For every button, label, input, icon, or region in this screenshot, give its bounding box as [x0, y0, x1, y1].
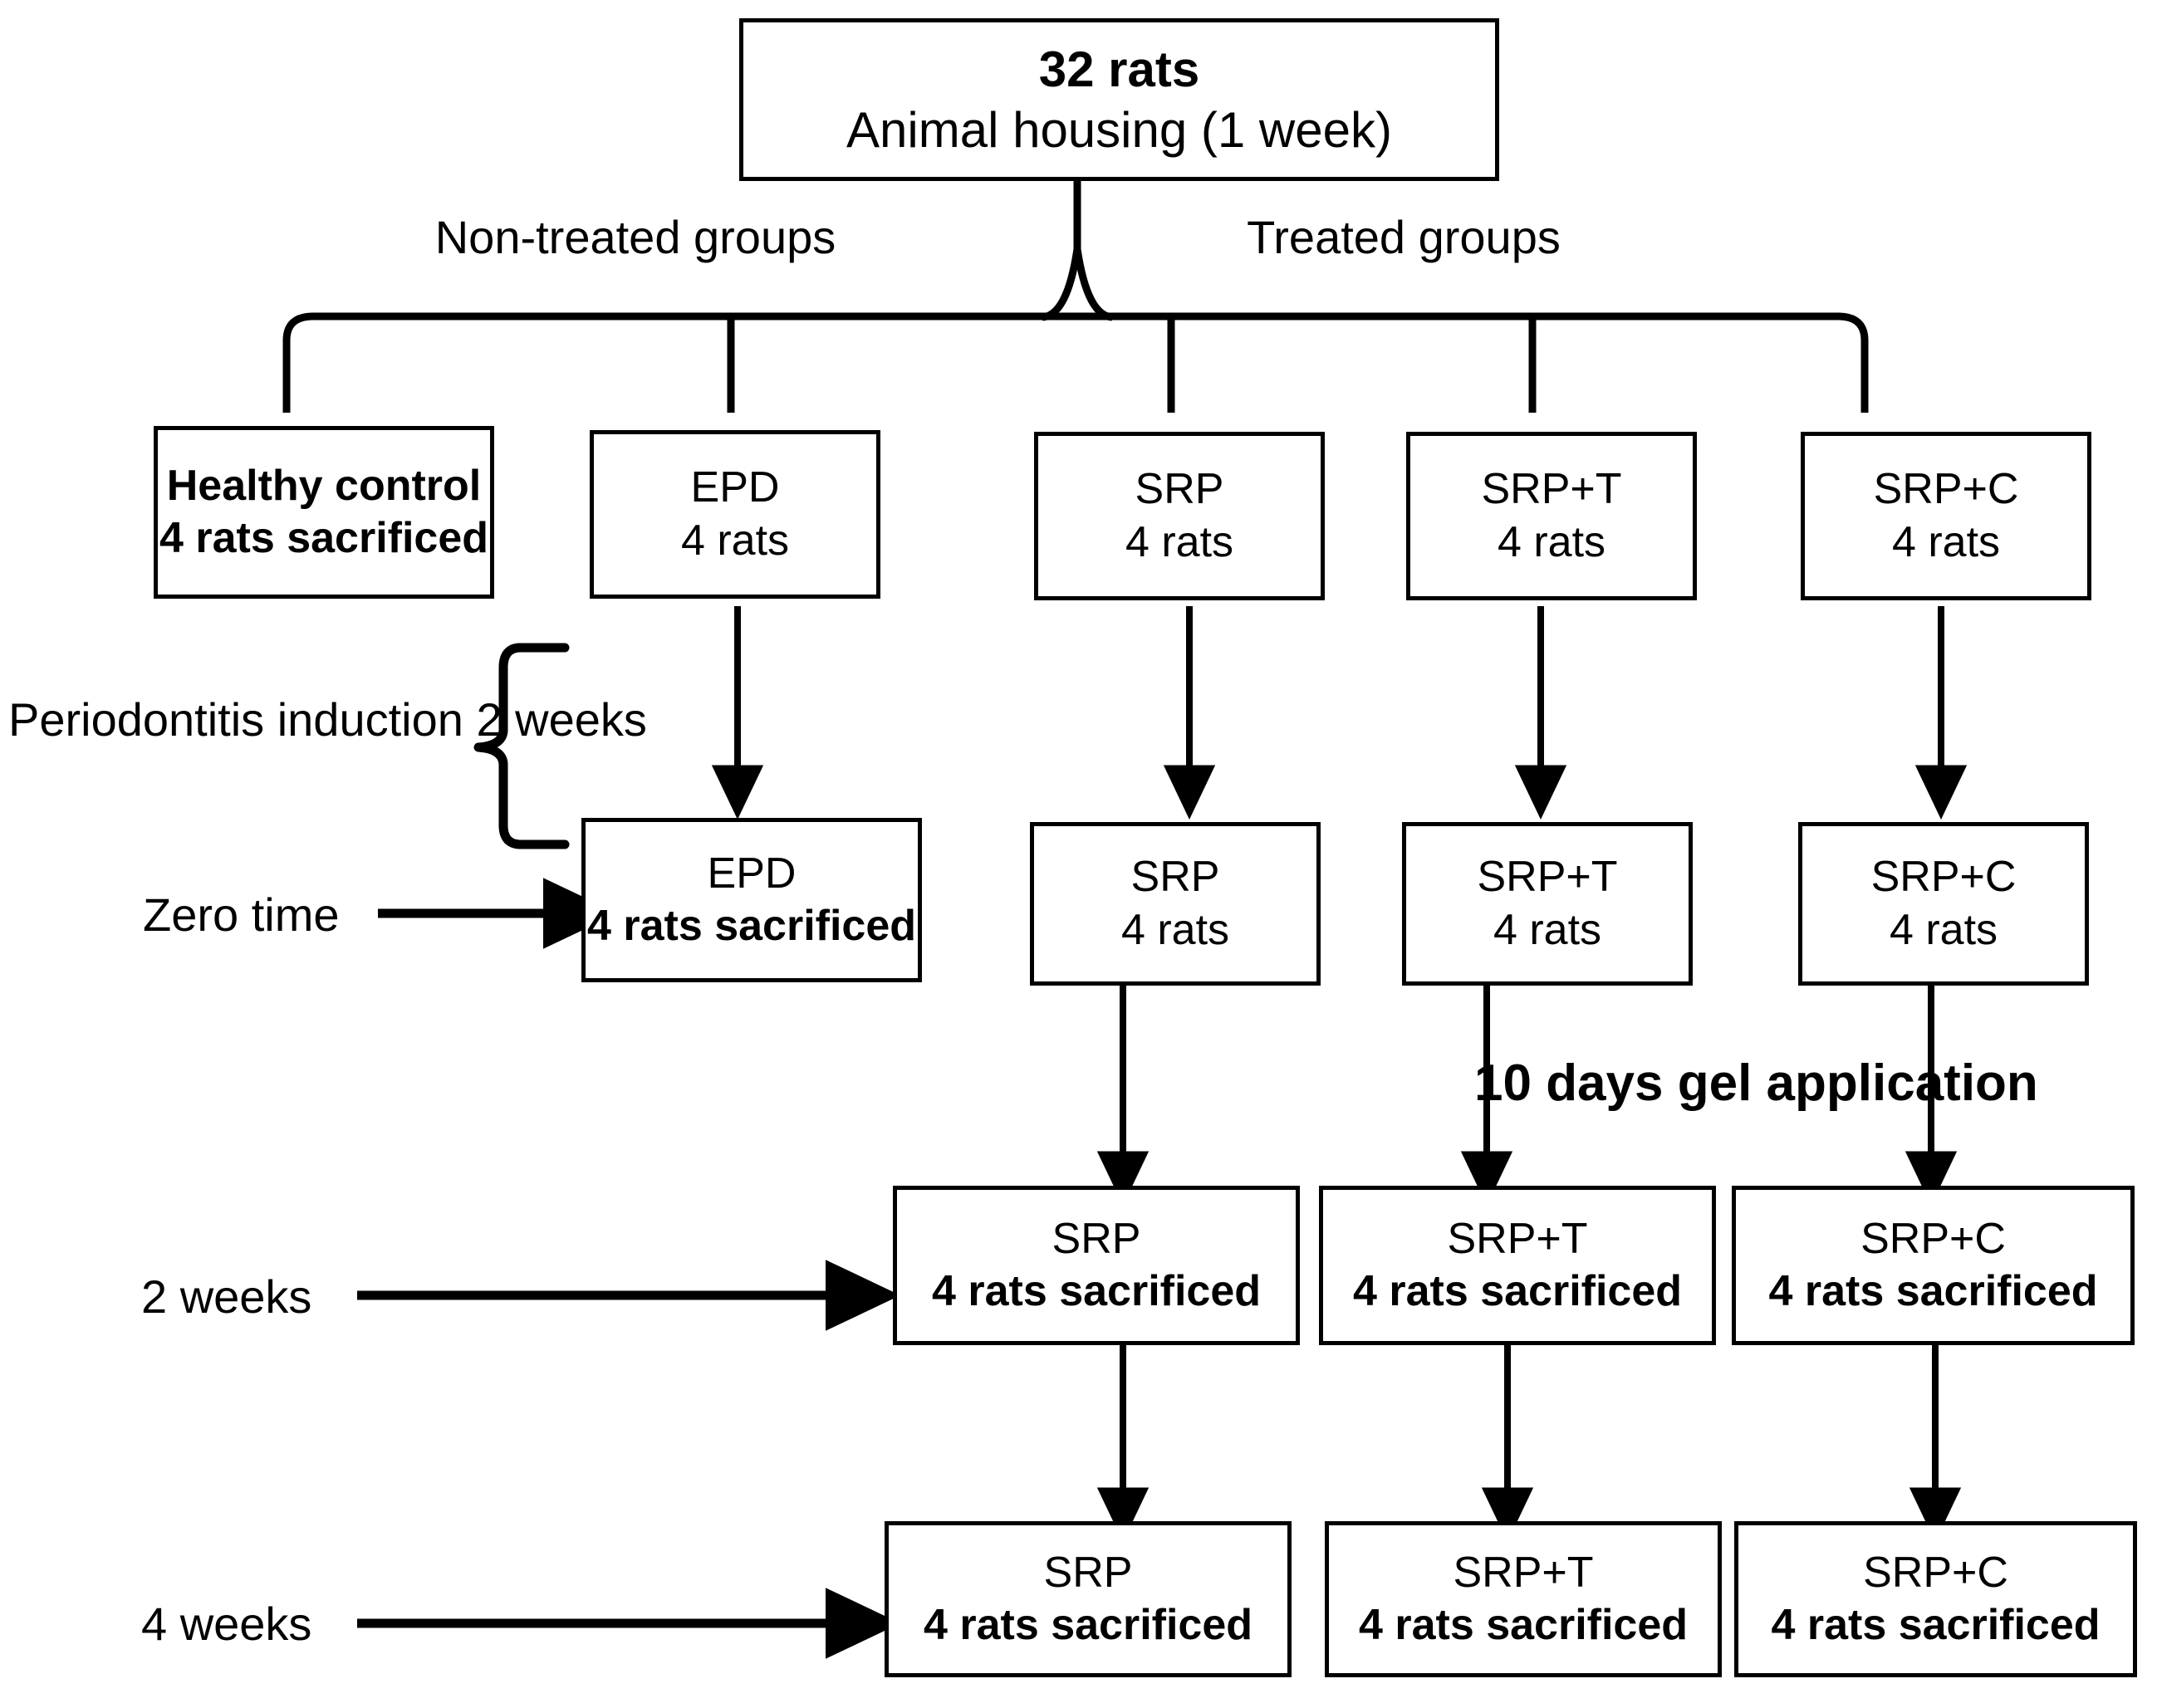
row1-box-srp-t: SRP+T 4 rats: [1406, 432, 1697, 600]
row4-box-srp-t: SRP+T 4 rats sacrificed: [1325, 1521, 1722, 1677]
row2-box-1-name: SRP: [1130, 853, 1220, 902]
row4-box-2-count: 4 rats sacrificed: [1771, 1601, 2101, 1649]
label-four-weeks: 4 weeks: [141, 1598, 312, 1650]
label-non-treated-groups: Non-treated groups: [434, 211, 836, 263]
row4-box-0-count: 4 rats sacrificed: [923, 1601, 1253, 1649]
row3-box-srp-c: SRP+C 4 rats sacrificed: [1732, 1186, 2135, 1345]
root-box-line1: 32 rats: [1038, 41, 1200, 97]
row2-box-srp: SRP 4 rats: [1030, 822, 1321, 986]
row2-box-srp-c: SRP+C 4 rats: [1798, 822, 2089, 986]
row1-box-1-name: EPD: [690, 463, 780, 512]
row3-box-2-count: 4 rats sacrificed: [1768, 1267, 2098, 1315]
row1-box-healthy-control: Healthy control 4 rats sacrificed: [154, 426, 494, 599]
row3-box-0-name: SRP: [1052, 1214, 1141, 1263]
row1-box-0-count: 4 rats sacrificed: [159, 514, 489, 562]
row2-box-1-count: 4 rats: [1120, 905, 1230, 954]
label-zero-time: Zero time: [143, 888, 340, 941]
row1-box-epd: EPD 4 rats: [590, 430, 880, 599]
row1-box-3-name: SRP+T: [1481, 465, 1622, 514]
root-splitter: [1042, 245, 1113, 321]
row2-box-3-name: SRP+C: [1870, 853, 2017, 902]
label-treated-groups: Treated groups: [1247, 211, 1561, 263]
row4-box-0-name: SRP: [1043, 1548, 1133, 1597]
root-box-animal-housing: 32 rats Animal housing (1 week): [739, 18, 1499, 181]
row1-box-1-count: 4 rats: [680, 516, 790, 565]
row2-box-0-count: 4 rats sacrificed: [586, 902, 917, 950]
label-periodontitis-induction: Periodontitis induction 2 weeks: [8, 692, 647, 748]
row3-box-1-name: SRP+T: [1447, 1214, 1588, 1263]
distribution-bar: [282, 312, 1869, 413]
row2-box-0-name: EPD: [707, 849, 797, 898]
induction-brace: [473, 643, 570, 849]
induction-line1: Periodontitis induction: [8, 693, 463, 746]
row1-box-4-count: 4 rats: [1891, 517, 2001, 566]
row4-box-srp: SRP 4 rats sacrificed: [885, 1521, 1292, 1677]
row1-box-2-name: SRP: [1135, 465, 1224, 514]
row4-box-1-name: SRP+T: [1453, 1548, 1594, 1597]
row1-box-3-count: 4 rats: [1497, 517, 1606, 566]
row1-box-2-count: 4 rats: [1125, 517, 1234, 566]
row4-box-1-count: 4 rats sacrificed: [1358, 1601, 1689, 1649]
row2-box-3-count: 4 rats: [1889, 905, 1998, 954]
row2-box-2-name: SRP+T: [1477, 853, 1618, 902]
row2-box-2-count: 4 rats: [1493, 905, 1602, 954]
row4-box-srp-c: SRP+C 4 rats sacrificed: [1734, 1521, 2137, 1677]
row3-box-2-name: SRP+C: [1860, 1214, 2006, 1263]
row1-box-4-name: SRP+C: [1873, 465, 2019, 514]
row3-box-1-count: 4 rats sacrificed: [1352, 1267, 1683, 1315]
row1-box-srp-c: SRP+C 4 rats: [1801, 432, 2091, 600]
row3-box-0-count: 4 rats sacrificed: [931, 1267, 1262, 1315]
row3-box-srp-t: SRP+T 4 rats sacrificed: [1319, 1186, 1716, 1345]
label-two-weeks: 2 weeks: [141, 1270, 312, 1323]
induction-line2: 2 weeks: [476, 693, 647, 746]
row1-box-srp: SRP 4 rats: [1034, 432, 1325, 600]
row3-box-srp: SRP 4 rats sacrificed: [893, 1186, 1300, 1345]
label-gel-application: 10 days gel application: [1474, 1055, 2038, 1112]
row4-box-2-name: SRP+C: [1863, 1548, 2008, 1597]
row2-box-epd: EPD 4 rats sacrificed: [581, 818, 922, 982]
row2-box-srp-t: SRP+T 4 rats: [1402, 822, 1693, 986]
row1-box-0-name: Healthy control: [166, 461, 482, 510]
root-box-line2: Animal housing (1 week): [846, 102, 1392, 158]
